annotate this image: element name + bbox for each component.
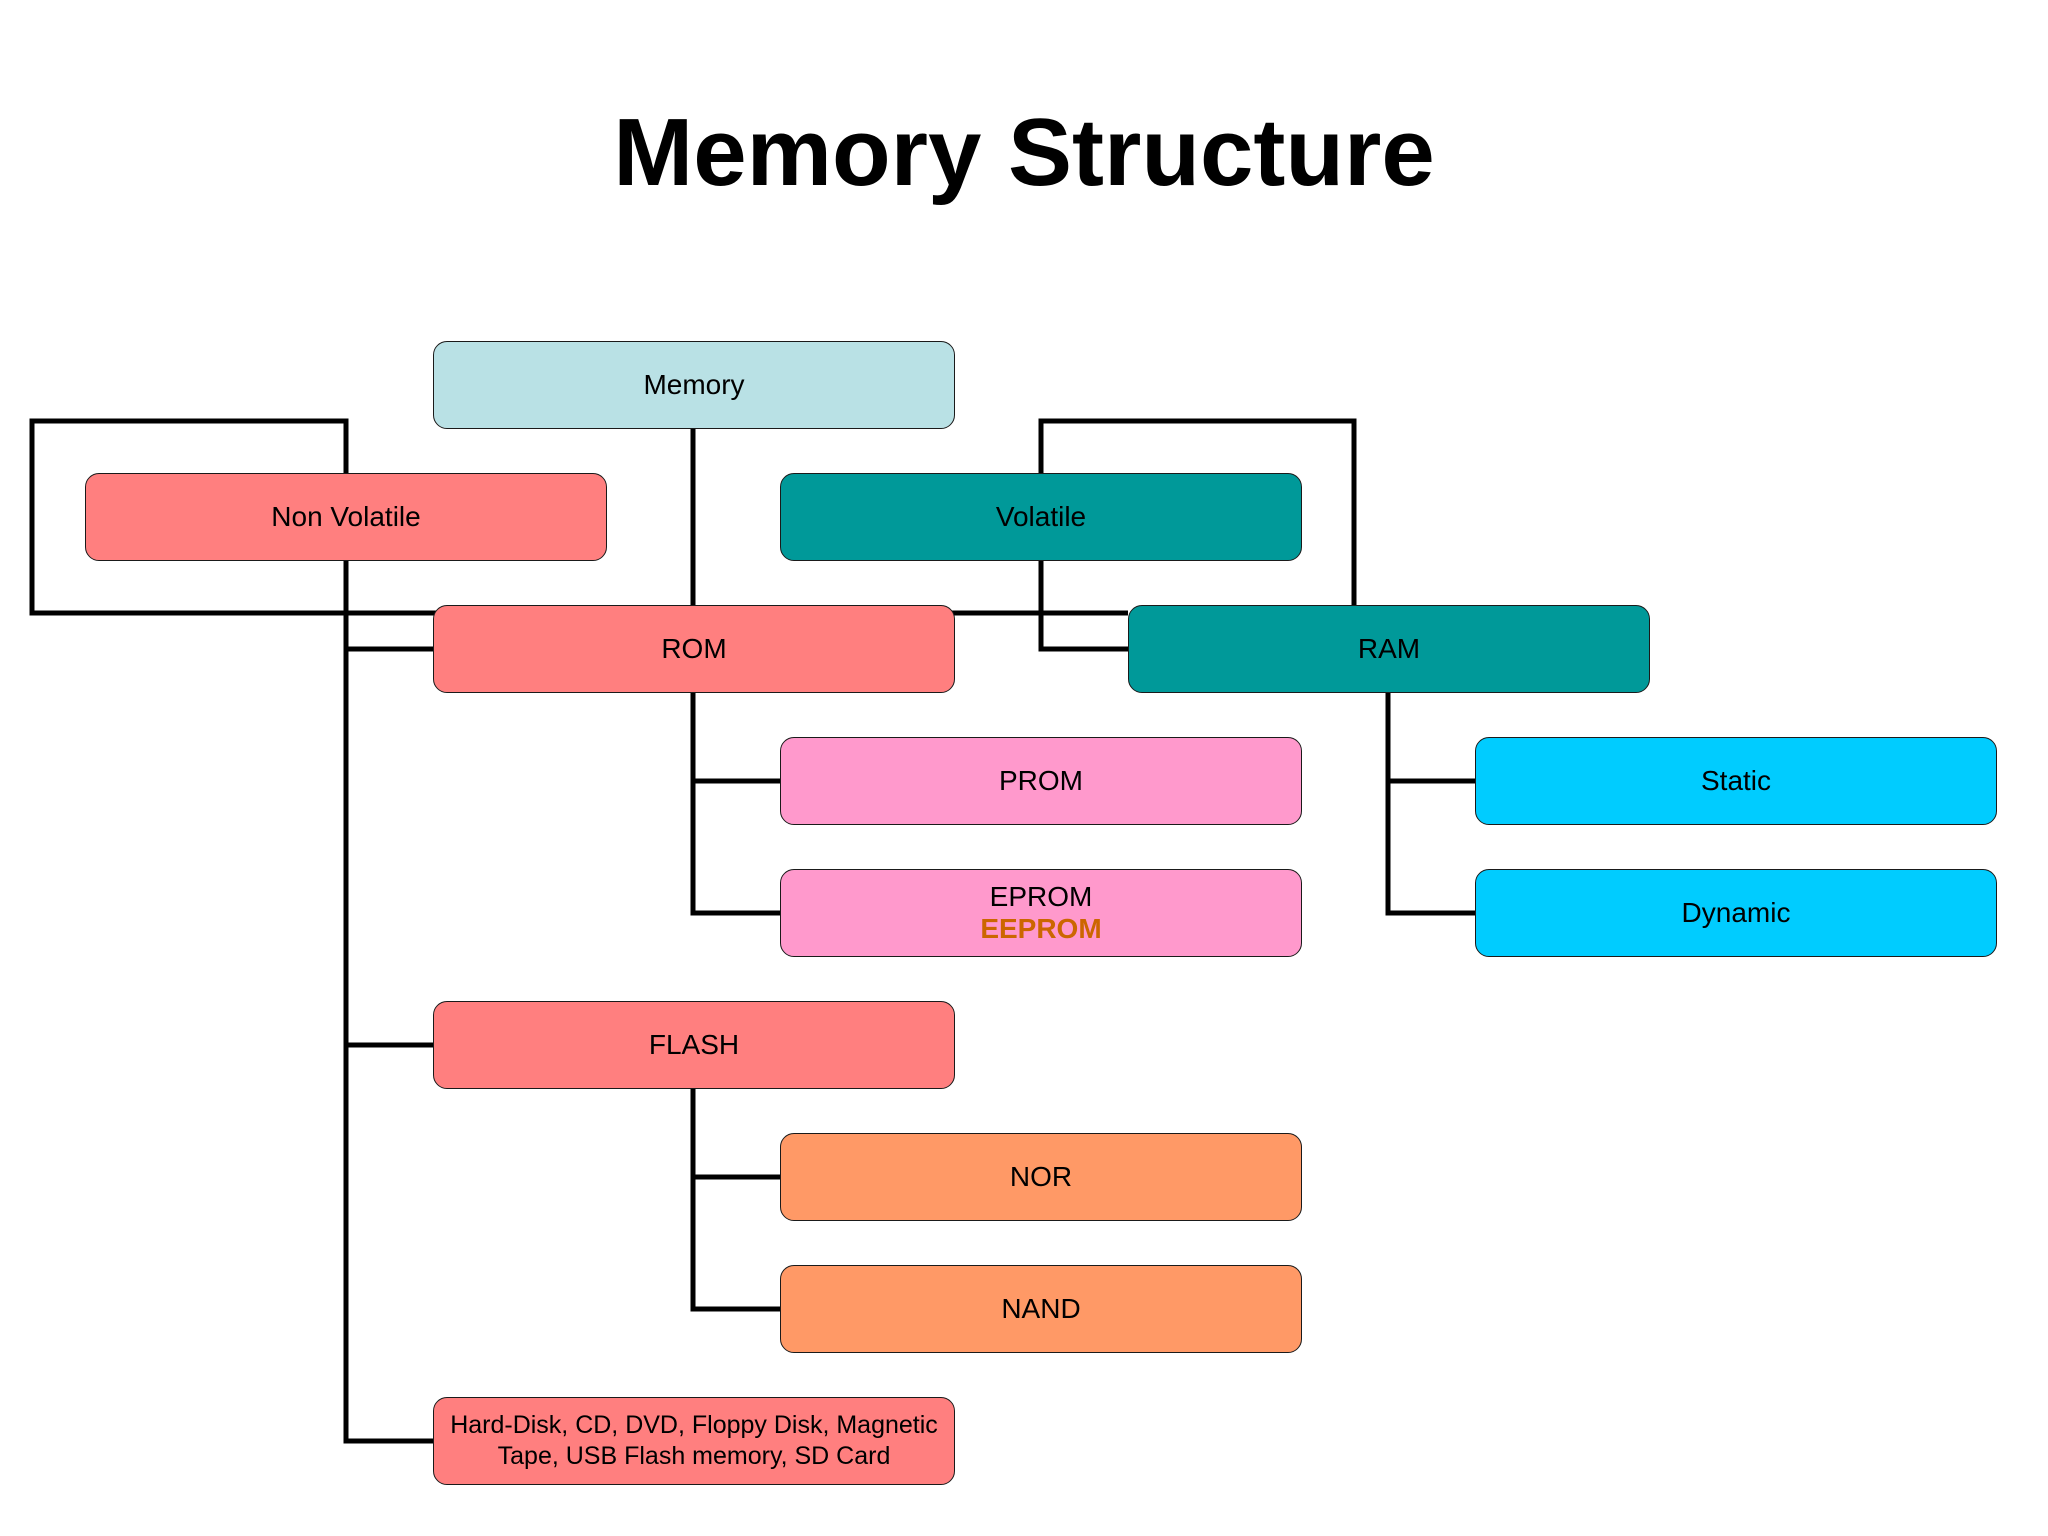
node-flash: FLASH (433, 1001, 955, 1089)
node-eprom-label: EPROM (989, 881, 1093, 912)
node-ram-label: RAM (1357, 633, 1421, 664)
node-ram: RAM (1128, 605, 1650, 693)
node-memory-label: Memory (643, 369, 745, 400)
node-non-volatile-label: Non Volatile (271, 501, 421, 532)
node-eprom: EPROM EEPROM (780, 869, 1302, 957)
node-nand: NAND (780, 1265, 1302, 1353)
node-rom: ROM (433, 605, 955, 693)
node-memory: Memory (433, 341, 955, 429)
node-storage-media: Hard-Disk, CD, DVD, Floppy Disk, Magneti… (433, 1397, 955, 1485)
node-non-volatile: Non Volatile (85, 473, 607, 561)
node-nand-label: NAND (1001, 1293, 1081, 1324)
node-nor-label: NOR (1009, 1161, 1073, 1192)
node-static: Static (1475, 737, 1997, 825)
node-storage-line1: Hard-Disk, CD, DVD, Floppy Disk, Magneti… (450, 1411, 938, 1439)
connector-ram-children (1385, 693, 1475, 916)
node-prom: PROM (780, 737, 1302, 825)
node-prom-label: PROM (999, 765, 1083, 796)
connector-nonvolatile-bracket (29, 418, 1128, 616)
connector-rom-children (690, 693, 780, 916)
node-dynamic-label: Dynamic (1681, 897, 1791, 928)
node-flash-label: FLASH (648, 1029, 740, 1060)
connector-volatile-ram (1038, 561, 1128, 652)
node-volatile: Volatile (780, 473, 1302, 561)
connector-volatile-bracket (1038, 418, 1357, 605)
node-rom-label: ROM (661, 633, 727, 664)
node-dynamic: Dynamic (1475, 869, 1997, 957)
node-storage-line2: Tape, USB Flash memory, SD Card (497, 1442, 891, 1470)
connector-flash-children (690, 1089, 780, 1312)
page-title: Memory Structure (613, 99, 1435, 206)
node-volatile-label: Volatile (995, 501, 1087, 532)
connector-nonvolatile-trunk (343, 561, 433, 1444)
node-eeprom-label: EEPROM (980, 913, 1102, 944)
node-static-label: Static (1700, 765, 1772, 796)
node-nor: NOR (780, 1133, 1302, 1221)
